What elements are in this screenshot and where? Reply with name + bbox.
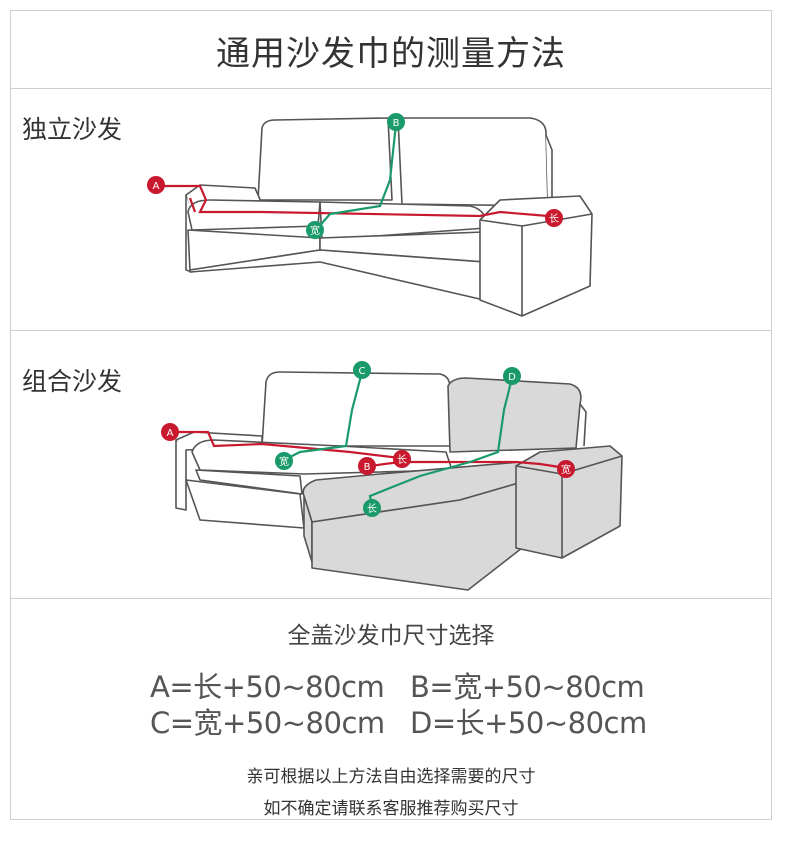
- marker-long-badge: [545, 209, 563, 227]
- marker-wide-label: 宽: [310, 224, 320, 237]
- marker-b-label: B: [393, 118, 400, 129]
- marker-wide-badge: [306, 221, 324, 239]
- marker-a-badge: [161, 423, 179, 441]
- divider: [10, 88, 772, 89]
- marker-b-badge: [387, 113, 405, 131]
- size-selection-subtitle: 全盖沙发巾尺寸选择: [287, 623, 495, 649]
- section-label-single-sofa: 独立沙发: [22, 115, 123, 144]
- sectional-sofa-drawing: [175, 371, 623, 591]
- marker-a-label: A: [167, 428, 174, 439]
- marker-long-badge: [363, 499, 381, 517]
- formula-b: B=宽+50~80cm: [410, 670, 645, 704]
- marker-b-label: B: [364, 462, 371, 473]
- marker-wide-label: 宽: [561, 463, 571, 476]
- single-sofa-badges: A B 宽 长: [147, 113, 563, 239]
- marker-long-badge: [393, 450, 411, 468]
- section-label-sectional-sofa: 组合沙发: [22, 367, 123, 396]
- single-sofa-drawing: [185, 117, 593, 317]
- page-title: 通用沙发巾的测量方法: [216, 33, 566, 74]
- marker-b-badge: [358, 457, 376, 475]
- note-line-1: 亲可根据以上方法自由选择需要的尺寸: [246, 767, 536, 787]
- marker-a-label: A: [153, 181, 160, 192]
- note-line-2: 如不确定请联系客服推荐购买尺寸: [263, 799, 519, 819]
- marker-long-label: 长: [397, 454, 407, 466]
- divider: [10, 598, 772, 599]
- marker-c-label: C: [359, 366, 366, 377]
- marker-wide-badge: [557, 460, 575, 478]
- marker-long-label: 长: [367, 503, 377, 515]
- marker-wide-label: 宽: [279, 455, 289, 468]
- marker-a-badge: [147, 176, 165, 194]
- formula-a: A=长+50~80cm: [150, 670, 385, 704]
- marker-long-label: 长: [549, 213, 559, 225]
- marker-c-badge: [353, 361, 371, 379]
- sectional-sofa-badges: A C D 宽 长 B 宽 长: [161, 361, 575, 517]
- marker-d-label: D: [508, 372, 516, 383]
- formula-c: C=宽+50~80cm: [150, 706, 385, 740]
- formula-d: D=长+50~80cm: [410, 706, 647, 740]
- marker-d-badge: [503, 367, 521, 385]
- diagram-frame: [10, 10, 772, 820]
- single-sofa-measure-lines: [158, 123, 549, 231]
- divider: [10, 330, 772, 331]
- marker-wide-badge: [275, 452, 293, 470]
